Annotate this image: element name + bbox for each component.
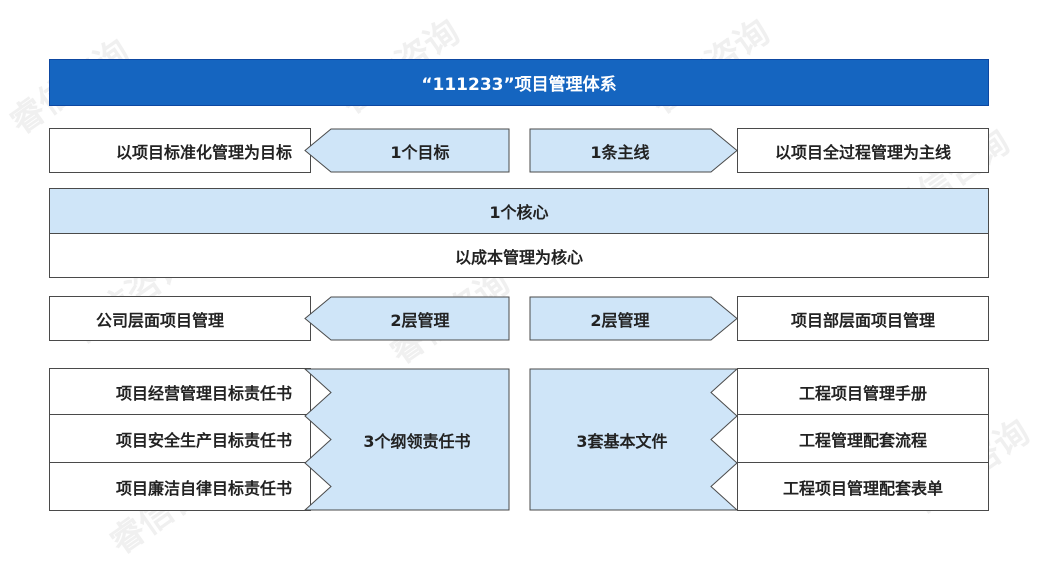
- goal-right-box: 以项目全过程管理为主线: [737, 128, 989, 173]
- levels-right-hub: [529, 296, 738, 341]
- docs-left-hub-label: 3个纲领责任书: [363, 431, 471, 451]
- main-line-hub-label: 1条主线: [590, 142, 650, 162]
- levels-right-box: 项目部层面项目管理: [737, 296, 989, 341]
- page-title: “111233”项目管理体系: [49, 59, 989, 106]
- docs-left-hub: [303, 368, 510, 511]
- doc-right-item: 工程项目管理手册: [737, 368, 989, 415]
- goal-right-hub: [529, 128, 738, 173]
- goal-hub-label: 1个目标: [390, 142, 450, 162]
- docs-right-hub: [529, 368, 739, 511]
- goal-left-box: 以项目标准化管理为目标: [49, 128, 311, 173]
- doc-right-item: 工程管理配套流程: [737, 415, 989, 463]
- doc-left-item: 项目安全生产目标责任书: [49, 415, 311, 463]
- doc-right-item: 工程项目管理配套表单: [737, 463, 989, 511]
- core-header: 1个核心: [49, 188, 989, 234]
- levels-left-hub: [304, 296, 510, 341]
- docs-right-hub-label: 3套基本文件: [576, 431, 668, 451]
- goal-left-hub: [304, 128, 510, 173]
- levels-left-hub-label: 2层管理: [390, 310, 450, 330]
- levels-left-box: 公司层面项目管理: [49, 296, 311, 341]
- doc-left-item: 项目廉洁自律目标责任书: [49, 463, 311, 511]
- levels-right-hub-label: 2层管理: [590, 310, 650, 330]
- core-body: 以成本管理为核心: [49, 233, 989, 278]
- doc-left-item: 项目经营管理目标责任书: [49, 368, 311, 415]
